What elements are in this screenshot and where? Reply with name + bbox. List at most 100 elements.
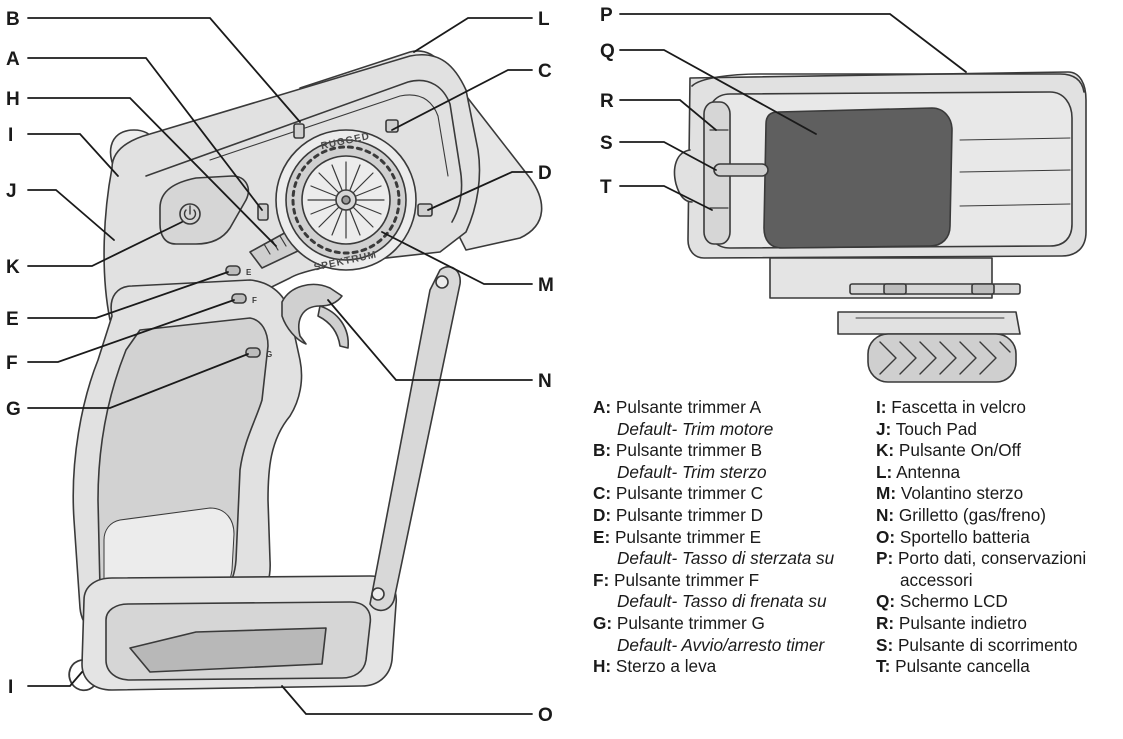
legend-entry-p: P: Porto dati, conservazioni accessori — [876, 548, 1121, 591]
leader-s — [619, 141, 717, 171]
steering-wheel-tread-ring — [291, 145, 401, 255]
upper-body-bevel — [145, 79, 463, 223]
callout-m: M — [538, 275, 554, 296]
top-view-wheel-treads — [879, 341, 1011, 375]
callout-n: N — [538, 371, 552, 392]
top-view-nose — [673, 149, 693, 203]
legend-entry-a: A: Pulsante trimmer A Default- Trim moto… — [593, 397, 868, 440]
legend-entry-f: F: Pulsante trimmer F Default- Tasso di … — [593, 570, 868, 613]
scroll-button — [713, 163, 769, 177]
leader-l — [413, 17, 533, 53]
steering-wheel-nut — [341, 195, 351, 205]
legend-entry-q: Q: Schermo LCD — [876, 591, 1121, 613]
top-view-wheel-tire — [867, 333, 1017, 383]
leader-n — [327, 299, 533, 381]
callout-c: C — [538, 61, 552, 82]
side-view-transmitter: RUGGED SPEKTRUM E F G — [68, 50, 543, 692]
switch-f-mark: F — [252, 296, 257, 305]
top-view-side-ridge — [959, 137, 1071, 207]
legend-text: Fascetta in velcro — [891, 397, 1026, 417]
legend-text: Volantino sterzo — [900, 483, 1024, 504]
legend-entry-h: H: Sterzo a leva — [593, 656, 868, 678]
legend-key: E: — [593, 526, 611, 547]
top-view-upper-lip — [691, 73, 1085, 93]
callout-letters: B A H I J K E F G I L C D M N O P Q R S … — [6, 5, 615, 726]
legend-key: R: — [876, 612, 895, 633]
leader-t — [619, 185, 713, 211]
legend-text: Pulsante On/Off — [898, 440, 1021, 461]
legend-entry-g: G: Pulsante trimmer G Default- Avvio/arr… — [593, 613, 868, 656]
leader-b — [27, 17, 301, 123]
legend-text: Porto dati, conservazioni — [897, 548, 1087, 569]
callout-b: B — [6, 9, 20, 30]
legend-entry-d: D: Pulsante trimmer D — [593, 505, 868, 527]
legend-key: N: — [876, 504, 895, 525]
legend-key: J: — [876, 418, 892, 439]
leader-r — [619, 99, 717, 131]
callout-h: H — [6, 89, 20, 110]
switch-g-mark: G — [266, 350, 272, 359]
callout-s: S — [600, 133, 613, 154]
legend-entry-t: T: Pulsante cancella — [876, 656, 1121, 678]
legend-text: Grilletto (gas/freno) — [898, 504, 1047, 525]
legend-entry-r: R: Pulsante indietro — [876, 613, 1121, 635]
legend-text: Pulsante trimmer E — [614, 526, 762, 547]
top-view-clip-left — [883, 283, 907, 295]
leader-lines — [27, 13, 967, 715]
battery-door-slot — [129, 627, 327, 673]
top-view-transmitter — [673, 71, 1087, 383]
callout-o: O — [538, 705, 553, 726]
legend-text: Pulsante trimmer B — [615, 440, 763, 461]
legend-entry-c: C: Pulsante trimmer C — [593, 483, 868, 505]
legend-text: Sportello batteria — [899, 526, 1030, 547]
legend-key: A: — [593, 397, 612, 417]
callout-e: E — [6, 309, 19, 330]
legend-key: S: — [876, 634, 894, 655]
legend-text: Touch Pad — [895, 418, 977, 439]
legend-key: D: — [593, 504, 612, 525]
leader-f — [27, 299, 235, 363]
legend-text: Pulsante trimmer A — [615, 397, 762, 417]
leader-e — [27, 271, 229, 319]
callout-k: K — [6, 257, 20, 278]
legend-text: Schermo LCD — [899, 591, 1008, 612]
callout-a: A — [6, 49, 20, 70]
switch-f — [231, 293, 247, 304]
legend-text: Pulsante indietro — [898, 612, 1027, 633]
top-view-clip-right — [971, 283, 995, 295]
legend-detail: Default- Trim sterzo — [617, 461, 767, 482]
legend-key: Q: — [876, 591, 896, 612]
legend-entry-s: S: Pulsante di scorrimento — [876, 635, 1121, 657]
legend-entry-m: M: Volantino sterzo — [876, 483, 1121, 505]
legend-entry-n: N: Grilletto (gas/freno) — [876, 505, 1121, 527]
legend-key: B: — [593, 440, 612, 461]
leader-c — [391, 69, 533, 131]
legend-text: Pulsante trimmer G — [616, 612, 765, 633]
legend-key: C: — [593, 483, 612, 504]
leader-p — [619, 13, 967, 73]
legend-detail: Default- Tasso di frenata su — [617, 591, 827, 612]
legend-key: F: — [593, 569, 610, 590]
legend-text-continued: accessori — [900, 569, 973, 590]
power-icon — [183, 205, 197, 220]
switch-g — [245, 347, 261, 358]
legend-text: Antenna — [896, 461, 961, 482]
legend-text: Pulsante di scorrimento — [897, 634, 1078, 655]
leader-o — [281, 685, 533, 715]
callout-j: J — [6, 181, 17, 202]
legend-text: Pulsante trimmer D — [615, 504, 764, 525]
leader-h — [27, 97, 277, 247]
legend-text: Pulsante trimmer F — [614, 569, 760, 590]
callout-f: F — [6, 353, 18, 374]
touch-pad-recess — [159, 175, 250, 245]
callout-q: Q — [600, 41, 615, 62]
callout-r: R — [600, 91, 614, 112]
legend-key: K: — [876, 440, 895, 461]
legend-entry-e: E: Pulsante trimmer E Default- Tasso di … — [593, 527, 868, 570]
leader-q — [619, 49, 817, 135]
legend-detail: Default- Avvio/arresto timer — [617, 634, 825, 655]
leader-i-bottom — [27, 671, 83, 687]
legend-key: L: — [876, 461, 893, 482]
